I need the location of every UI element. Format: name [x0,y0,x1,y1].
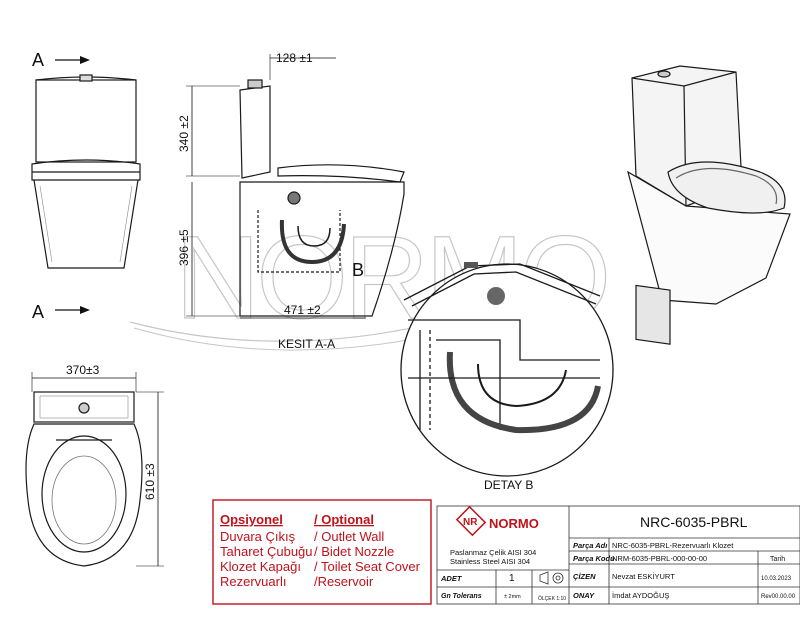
revision: Rev00.00.00 [761,594,796,600]
dimension-top-offset: 128 ±1 [269,51,336,80]
option-row-3-en: / Toilet Seat Cover [314,559,421,574]
logo-text: NORMO [489,516,539,531]
qty-label: ADET [440,574,463,583]
section-mark-a-bottom: A [32,302,44,322]
options-header-en: / Optional [314,512,374,527]
title-block [436,505,800,605]
part-name-label: Parça Adı [573,541,607,550]
part-name: NRC-6035-PBRL-Rezervuarlı Klozet [612,541,734,550]
dimension-610: 610 ±3 [143,463,157,500]
dimension-370: 370±3 [66,363,100,377]
option-row-1-en: / Outlet Wall [314,529,384,544]
section-mark-b: B [352,260,364,280]
section-arrow-top: A [32,50,90,70]
dimension-length: 610 ±3 [136,391,164,567]
options-box: Opsiyonel / Optional Duvara Çıkış / Outl… [212,499,432,605]
dimension-tank-height: 340 ±2 [177,85,240,177]
drawer-name: Nevzat ESKİYURT [612,572,675,581]
scale-value: ÖLÇEK 1:10 [538,595,566,602]
options-header-tr: Opsiyonel [220,512,283,527]
tolerance-value: ± 2mm [504,594,521,600]
option-row-4-en: /Reservoir [314,574,374,589]
detail-callout-b: B [352,260,364,280]
approver-label: ONAY [573,591,595,600]
qty-value: 1 [509,573,515,584]
detail-view [400,262,614,477]
option-row-4-tr: Rezervuarlı [220,574,286,589]
section-mark-a-top: A [32,50,44,70]
dimension-width: 370±3 [31,363,137,392]
drawing-code: NRC-6035-PBRL [640,514,748,530]
isometric-view [627,65,791,345]
option-row-2-tr: Taharet Çubuğu [220,544,313,559]
option-row-1-tr: Duvara Çıkış [220,529,296,544]
material-tr: Paslanmaz Çelik AISI 304 [450,548,536,557]
detail-caption: DETAY B [484,478,533,492]
dimension-396: 396 ±5 [177,229,191,266]
option-row-2-en: / Bidet Nozzle [314,544,394,559]
section-caption: KESIT A-A [278,337,335,351]
projection-symbol-icon [539,571,564,585]
dimension-bowl-height: 396 ±5 [177,182,240,317]
dimension-340: 340 ±2 [177,115,191,152]
drawer-label: ÇİZEN [573,572,596,581]
logo: NR NORMO [455,505,539,537]
tolerance-label: Gn Tolerans [441,593,482,600]
material-en: Stainless Steel AISI 304 [450,557,530,566]
dimension-128: 128 ±1 [276,51,313,65]
approver-name: İmdat AYDOĞUŞ [612,591,669,600]
section-view [239,79,405,317]
plan-view [25,391,143,567]
front-view [31,74,141,269]
logo-mark: NR [463,517,478,528]
dimension-depth: 471 ±2 [240,303,366,319]
section-arrow-bottom: A [32,302,90,322]
dimension-471: 471 ±2 [284,303,321,317]
part-code: NRM-6035-PBRL-000-00-00 [612,554,707,563]
date-value: 10.03.2023 [761,576,792,582]
date-label: Tarih [770,556,785,563]
part-code-label: Parça Kodu [573,554,615,563]
option-row-3-tr: Klozet Kapağı [220,559,301,574]
